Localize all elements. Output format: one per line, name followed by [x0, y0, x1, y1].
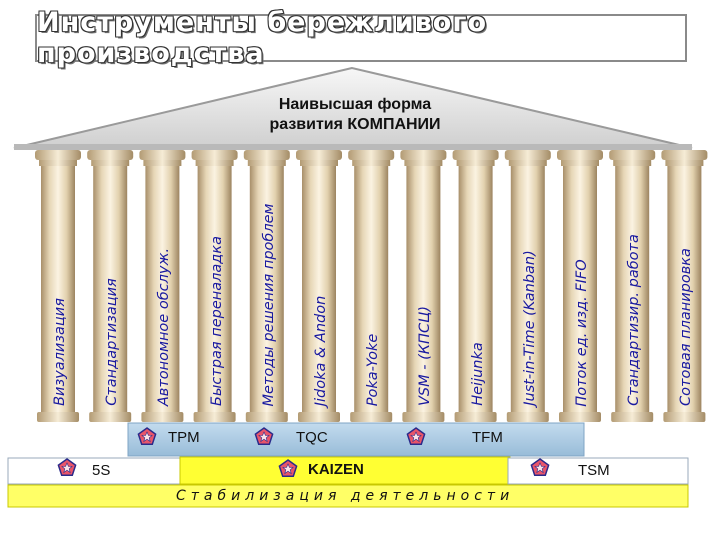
- five-s-label: 5S: [92, 462, 111, 479]
- pillar-label: Poka-Yoke: [365, 333, 382, 406]
- pillar: [87, 150, 134, 422]
- title-banner: Инструменты бережливого производства: [35, 7, 687, 69]
- upper-tier-band: [127, 422, 585, 457]
- pillar: [557, 150, 603, 422]
- pentagon-star-icon: [57, 458, 77, 477]
- tsm-label: TSM: [578, 462, 610, 479]
- pillar: [504, 150, 551, 422]
- pillar: [296, 150, 342, 422]
- base-label: Стабилизация деятельности: [176, 488, 515, 504]
- pillar-label: Визуализация: [52, 298, 68, 406]
- pentagon-star-icon: [406, 427, 426, 446]
- pillar: [609, 150, 656, 422]
- pillar-label: Jidoka & Andon: [313, 295, 329, 406]
- page-title: Инструменты бережливого производства: [37, 7, 487, 69]
- pillar-label: VSM - (КПСЦ): [417, 306, 434, 406]
- pillar-label: Стандартизация: [104, 278, 121, 406]
- roof-line-2: развития КОМПАНИИ: [269, 116, 441, 133]
- tpm-label: TPM: [168, 429, 200, 446]
- pillar-label: Поток ед. изд. FIFO: [574, 258, 590, 407]
- pillar-label: Heijunka: [469, 342, 486, 406]
- pillar-label: Just-in-Time (Kanban): [521, 250, 538, 406]
- pillar-label: Быстрая переналадка: [208, 236, 225, 406]
- pillar: [243, 150, 290, 422]
- pillar-label: Сотовая планировка: [678, 248, 695, 406]
- pillar-label: Автономное обслуж.: [156, 247, 173, 407]
- pillar: [35, 150, 81, 422]
- roof-beam: [14, 144, 692, 150]
- tfm-label: TFM: [472, 429, 503, 446]
- kaizen-label: KAIZEN: [308, 461, 364, 478]
- pillar: [661, 150, 708, 422]
- pillar: [452, 150, 499, 422]
- roof-line-1: Наивысшая форма: [278, 96, 432, 113]
- pillar: [348, 150, 395, 422]
- roof-caption: Наивысшая форма развития КОМПАНИИ: [220, 95, 490, 135]
- base-band: [7, 484, 689, 508]
- pillar: [191, 150, 238, 422]
- pentagon-star-icon: [530, 458, 550, 477]
- kaizen-band: [179, 456, 511, 485]
- tqc-label: TQC: [296, 429, 328, 446]
- pentagon-star-icon: [254, 427, 274, 446]
- pillar: [139, 150, 186, 422]
- pillars: [35, 150, 708, 422]
- pillar-label: Стандартизир. работа: [626, 234, 643, 406]
- pillar-label: Методы решения проблем: [260, 202, 277, 407]
- pillar: [400, 150, 447, 422]
- pentagon-star-icon: [137, 427, 157, 446]
- pentagon-star-icon: [278, 459, 298, 478]
- five-s-band: [7, 457, 183, 485]
